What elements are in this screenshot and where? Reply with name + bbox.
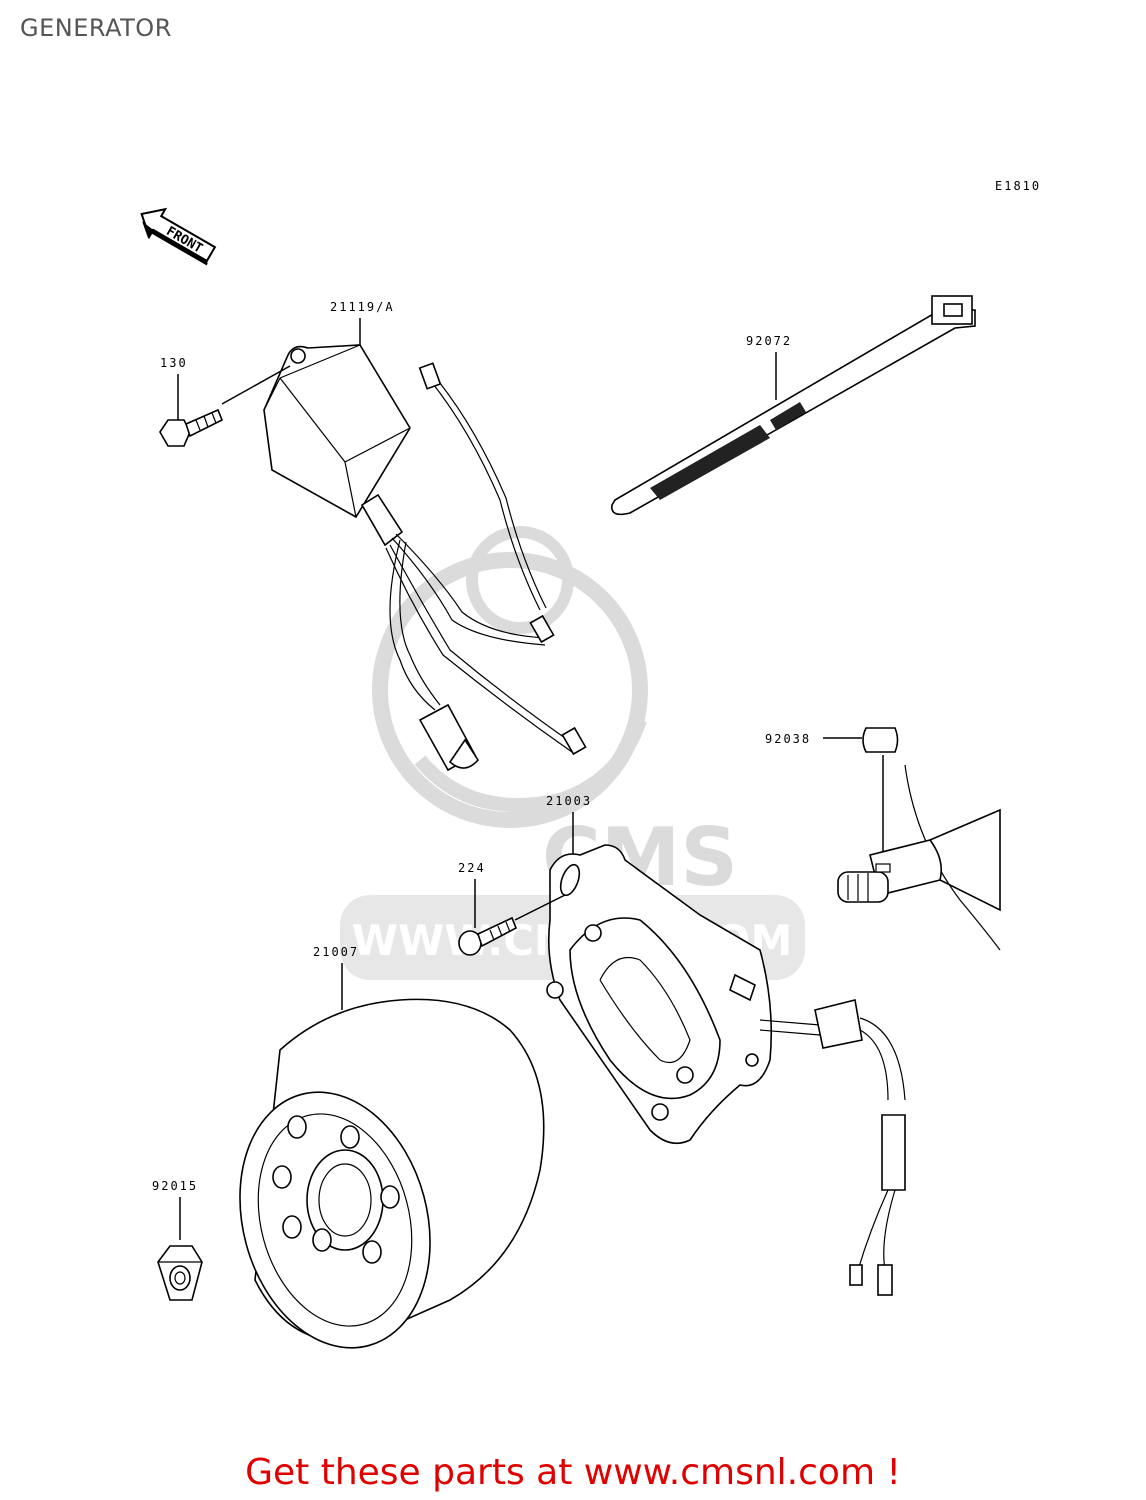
- footer-link-text[interactable]: Get these parts at www.cmsnl.com !: [245, 1452, 901, 1493]
- cable-tie-92072: [611, 295, 976, 516]
- nut-92015: [157, 1245, 203, 1301]
- label-224: 224: [458, 861, 486, 875]
- label-21119-a: 21119/A: [330, 300, 395, 314]
- label-21007: 21007: [313, 945, 359, 959]
- label-92072: 92072: [746, 334, 792, 348]
- diagram-code: E1810: [995, 179, 1041, 193]
- parts-diagram: CMS WWW.CMSNL.COM E1810 FRONT 21119/A 13…: [140, 179, 1041, 1349]
- screw-224: [458, 916, 518, 956]
- label-21003: 21003: [546, 794, 592, 808]
- label-130: 130: [160, 356, 188, 370]
- page-title: GENERATOR: [20, 14, 172, 42]
- bolt-130: [159, 408, 224, 447]
- igniter-unit: [263, 344, 587, 772]
- crankshaft: [837, 764, 1001, 951]
- label-92038: 92038: [765, 732, 811, 746]
- woodruff-key-92038: [862, 727, 899, 753]
- flywheel-21007: [239, 998, 545, 1349]
- label-92015: 92015: [152, 1179, 198, 1193]
- front-arrow-icon: FRONT: [140, 207, 217, 266]
- stator-21003: [546, 844, 906, 1296]
